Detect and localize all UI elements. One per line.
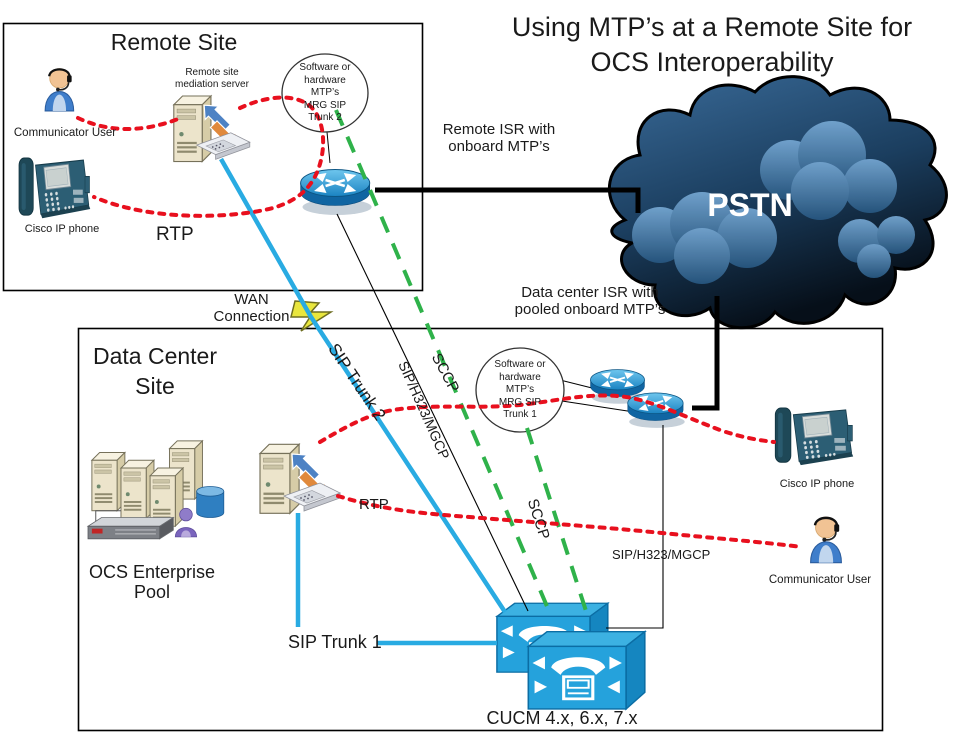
dc-mtp-circle	[475, 347, 635, 433]
remote-cisco-ip-phone-label: Cisco IP phone	[24, 223, 100, 235]
dc-mediation-server-icon	[260, 444, 340, 513]
pstn-trunk-lines	[375, 187, 720, 411]
remote-rtp-label: RTP	[156, 224, 194, 245]
dc-communicator-user-label: Communicator User	[768, 574, 872, 586]
pstn-label: PSTN	[707, 187, 793, 223]
dc-isr-annotation: Data center ISR with pooled onboard MTP’…	[514, 284, 666, 318]
ocs-enterprise-pool-label: OCS Enterprise Pool	[88, 562, 216, 602]
cucm-label: CUCM 4.x, 6.x, 7.x	[486, 708, 638, 728]
remote-site-title: Remote Site	[110, 29, 238, 55]
pstn-cloud	[608, 75, 948, 330]
page-title-line2: OCS Interoperability	[590, 47, 834, 77]
sccp-lines	[334, 109, 588, 612]
data-center-site-title: Data Center Site	[92, 343, 217, 399]
remote-communicator-user-icon	[43, 67, 75, 113]
remote-mtp-circle-text: Software or hardware MTP’s MRG SIP Trunk…	[299, 62, 351, 123]
dc-communicator-user-icon	[809, 515, 843, 564]
dc-rtp-label: RTP	[359, 496, 389, 513]
dc-cisco-ip-phone-icon	[774, 407, 854, 466]
remote-mtp-circle	[281, 53, 369, 164]
remote-communicator-user-label: Communicator User	[13, 127, 117, 139]
remote-isr-router-icon	[299, 168, 373, 217]
page-title: Using MTP’s at a Remote Site for OCS Int…	[452, 10, 972, 80]
ocs-enterprise-pool-icon	[88, 441, 224, 539]
wan-connection-label: WAN Connection	[213, 291, 290, 325]
rtp-lines	[76, 95, 804, 549]
sip-trunk-lines	[219, 157, 507, 646]
sip-h323-mgcp-horizontal-label: SIP/H323/MGCP	[612, 547, 711, 562]
dc-cisco-ip-phone-label: Cisco IP phone	[779, 478, 855, 490]
data-center-site-box	[77, 327, 884, 732]
remote-mediation-server-label: Remote site mediation server	[175, 67, 249, 90]
remote-isr-annotation: Remote ISR with onboard MTP’s	[442, 121, 556, 155]
dc-mtp-circle-text: Software or hardware MTP’s MRG SIP Trunk…	[494, 359, 546, 420]
page-title-line1: Using MTP’s at a Remote Site for	[511, 12, 913, 42]
sip-trunk-1-label: SIP Trunk 1	[288, 632, 382, 652]
remote-cisco-ip-phone-icon	[18, 157, 91, 219]
cucm-server-front-icon	[526, 630, 647, 711]
remote-mediation-server-icon	[174, 96, 250, 162]
remote-site-box	[2, 22, 424, 292]
signaling-lines-sip-h323-mgcp	[336, 213, 664, 629]
